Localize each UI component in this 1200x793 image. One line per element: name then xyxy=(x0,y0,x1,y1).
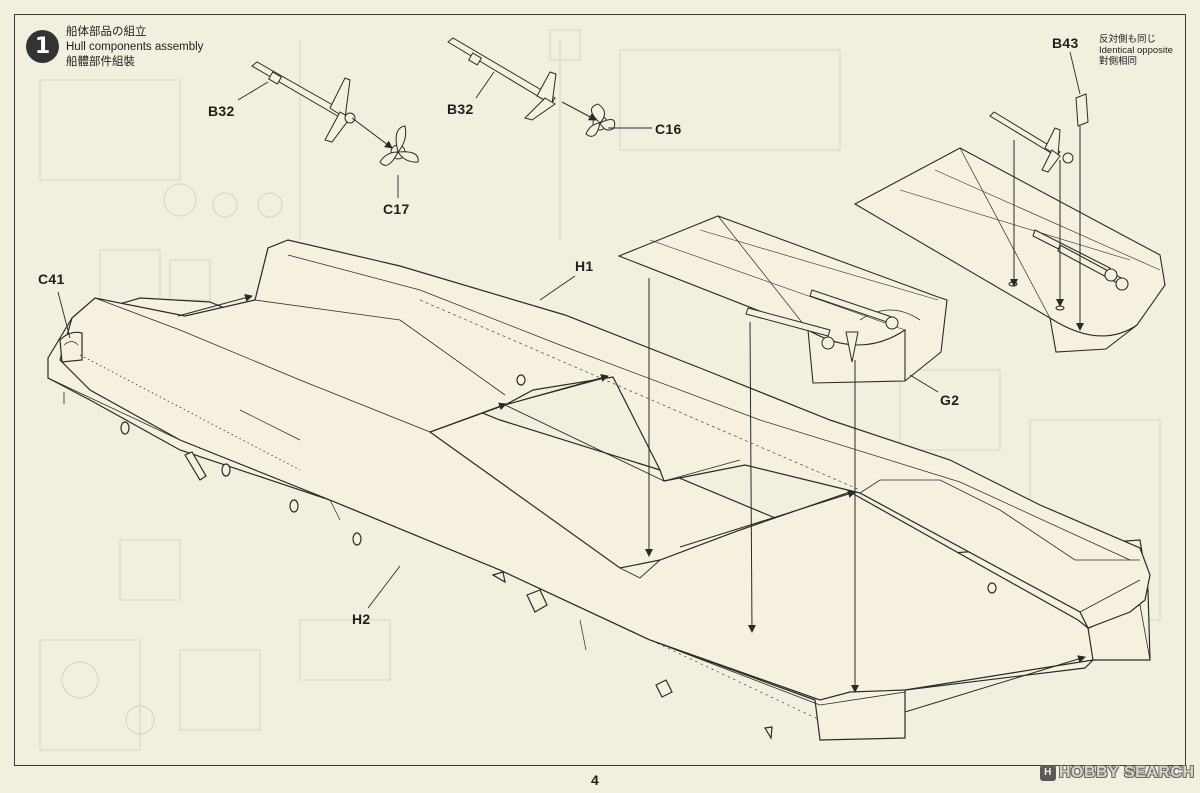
label-b43: B43 xyxy=(1052,35,1079,51)
part-g2 xyxy=(617,215,948,384)
note-jp: 反対側も同じ xyxy=(1099,34,1157,45)
step-title-en: Hull components assembly xyxy=(66,41,204,53)
label-h2: H2 xyxy=(352,611,371,627)
note-en: Identical opposite xyxy=(1099,45,1173,56)
step-titles: 船体部品の組立 Hull components assembly 船體部件組裝 xyxy=(66,25,203,70)
step-title-zh: 船體部件組裝 xyxy=(66,56,135,68)
step-title-jp: 船体部品の組立 xyxy=(66,26,147,38)
step-number-badge: 1 xyxy=(26,30,59,63)
label-h1: H1 xyxy=(575,258,594,274)
page-border xyxy=(14,14,1186,766)
label-c16: C16 xyxy=(655,121,682,137)
part-b32-right xyxy=(447,37,557,121)
step-header: 1 船体部品の組立 Hull components assembly 船體部件組… xyxy=(26,26,203,70)
g2-shafts xyxy=(745,289,899,363)
part-c17 xyxy=(379,125,419,166)
stern-section-right xyxy=(853,147,1166,353)
note-zh: 對側相同 xyxy=(1099,56,1138,67)
part-c16 xyxy=(585,103,616,137)
label-b32-right: B32 xyxy=(447,101,474,117)
label-c41: C41 xyxy=(38,271,65,287)
part-b32-left xyxy=(251,61,356,143)
page-number: 4 xyxy=(591,772,599,788)
watermark-text: HOBBY SEARCH xyxy=(1059,764,1195,781)
label-g2: G2 xyxy=(940,392,960,408)
assembly-arrows xyxy=(177,101,1086,713)
opposite-side-note: 反対側も同じ Identical opposite 對側相同 xyxy=(1099,34,1173,67)
label-c17: C17 xyxy=(383,201,410,217)
watermark-badge: H xyxy=(1040,765,1056,781)
label-b32-left: B32 xyxy=(208,103,235,119)
leader-lines xyxy=(57,51,1081,609)
part-b43 xyxy=(989,93,1089,173)
part-h1 xyxy=(59,239,1151,701)
